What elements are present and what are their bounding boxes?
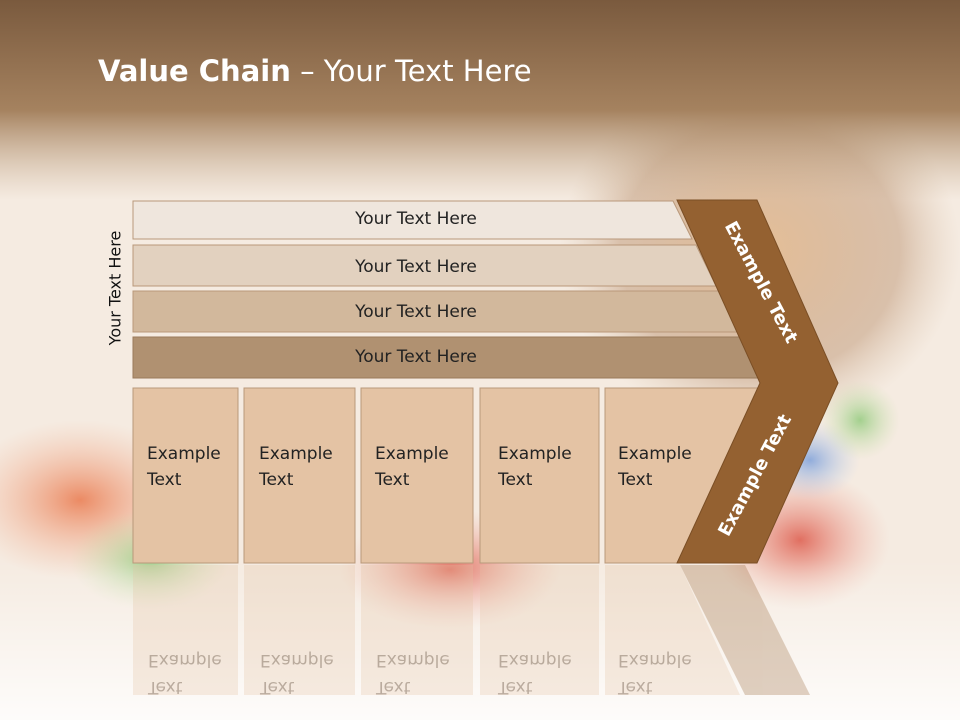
primary-box-1[interactable] bbox=[132, 387, 239, 564]
primary-box-2-line2: Text bbox=[258, 470, 294, 490]
reflection-text-4b: Text bbox=[497, 677, 533, 697]
primary-box-2[interactable] bbox=[243, 387, 356, 564]
primary-box-4-line1: Example bbox=[498, 444, 572, 464]
reflection-text-1b: Text bbox=[147, 677, 183, 697]
primary-box-3-line1: Example bbox=[375, 444, 449, 464]
support-row-1[interactable] bbox=[132, 200, 693, 240]
primary-box-4[interactable] bbox=[479, 387, 600, 564]
title-bold: Value Chain bbox=[98, 54, 291, 88]
primary-box-1-line2: Text bbox=[146, 470, 182, 490]
primary-box-3[interactable] bbox=[360, 387, 474, 564]
support-row-3-label: Your Text Here bbox=[354, 302, 477, 322]
reflection bbox=[133, 565, 810, 695]
reflection-text-2b: Text bbox=[259, 677, 295, 697]
slide-title: Value Chain – Your Text Here bbox=[98, 54, 532, 88]
reflection-text-3: Example bbox=[376, 650, 450, 670]
reflection-text-2: Example bbox=[260, 650, 334, 670]
reflection-text-4: Example bbox=[498, 650, 572, 670]
primary-box-4-line2: Text bbox=[497, 470, 533, 490]
reflection-text-3b: Text bbox=[375, 677, 411, 697]
support-row-4-label: Your Text Here bbox=[354, 347, 477, 367]
title-rest: – Your Text Here bbox=[290, 54, 532, 88]
primary-box-2-line1: Example bbox=[259, 444, 333, 464]
margin-chevron[interactable] bbox=[676, 199, 839, 564]
reflection-text-1: Example bbox=[148, 650, 222, 670]
support-row-2-label: Your Text Here bbox=[354, 257, 477, 277]
primary-box-3-line2: Text bbox=[374, 470, 410, 490]
reflection-text-5: Example bbox=[618, 650, 692, 670]
primary-box-5-line1: Example bbox=[618, 444, 692, 464]
support-row-1-label: Your Text Here bbox=[354, 209, 477, 229]
reflection-text: Example Text Example Text Example Text E… bbox=[147, 650, 692, 697]
reflection-text-5b: Text bbox=[617, 677, 653, 697]
primary-box-5-line2: Text bbox=[617, 470, 653, 490]
primary-box-1-line1: Example bbox=[147, 444, 221, 464]
